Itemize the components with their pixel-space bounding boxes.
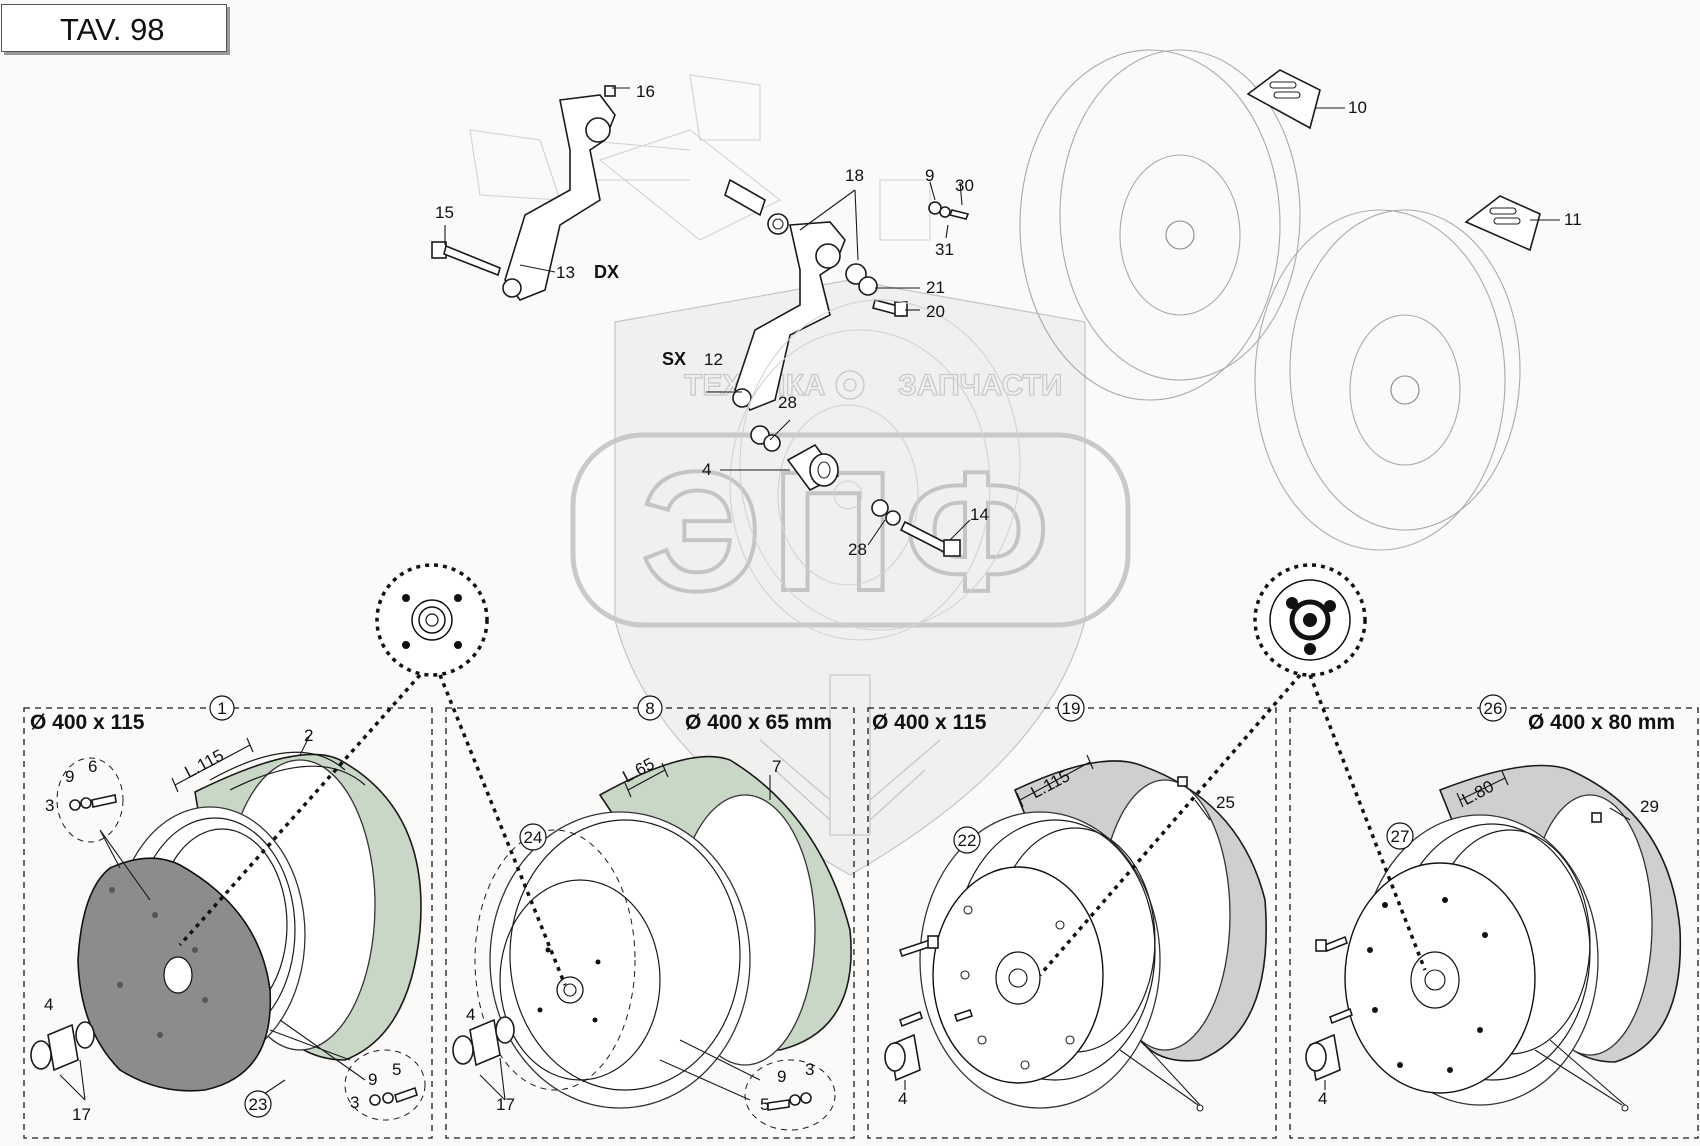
table-number: TAV. 98 — [60, 12, 165, 47]
panel-1-bearing — [30, 1021, 95, 1072]
panel-1-label-washer: 9 — [65, 767, 74, 786]
callout-10: 10 — [1348, 98, 1367, 117]
panel-3-dimension: Ø 400 x 115 — [872, 711, 987, 734]
callout-12: 12 — [704, 350, 723, 369]
panel-1-label-nut-b: 3 — [350, 1093, 359, 1112]
panel-2-label-tyre: 7 — [772, 757, 781, 776]
pivot-bolt-15 — [431, 241, 501, 277]
callout-14: 14 — [970, 505, 989, 524]
panel-3-label-rim: 22 — [958, 831, 977, 850]
callout-18: 18 — [845, 166, 864, 185]
callout-13: 13 — [556, 263, 575, 282]
wheel-arm-left — [732, 221, 846, 411]
panel-3-code: 19 — [1062, 699, 1081, 718]
wheel-assembly-3: L.115 25 22 4 — [884, 754, 1267, 1112]
wheel-upper-right — [1019, 49, 1301, 401]
top-callouts: 16 15 13 DX 18 9 30 31 21 20 10 11 SX 12… — [435, 82, 1582, 559]
watermark-logo-letters: ЭПФ — [641, 437, 1059, 627]
callout-4: 4 — [702, 460, 711, 479]
panel-1-dimension: Ø 400 x 115 — [30, 711, 145, 734]
watermark-gear-icon — [835, 370, 865, 400]
callout-11: 11 — [1564, 210, 1582, 229]
top-leader-lines — [444, 87, 1560, 546]
panel-1-code-circle — [209, 695, 235, 721]
panel-2-rim-code-circle — [519, 823, 547, 851]
panel-1-label-seal: 17 — [72, 1105, 91, 1124]
scraper-plate-10 — [1246, 69, 1321, 130]
watermark-right-word: ЗАПЧАСТИ — [898, 369, 1062, 402]
callout-28-lower: 28 — [848, 540, 867, 559]
panel-4-code: 26 — [1484, 699, 1503, 718]
panel-1-label-bearing: 4 — [44, 995, 53, 1014]
panel-3-bearing — [884, 1033, 921, 1082]
wheel-assembly-4: L.80 29 27 4 — [1305, 764, 1682, 1112]
callout-20: 20 — [926, 302, 945, 321]
callout-21: 21 — [926, 278, 945, 297]
panel-4-label-rim: 27 — [1391, 827, 1410, 846]
watermark: ЭПФ ТЕХНИКА ЗАПЧАСТИ — [570, 279, 1131, 876]
callout-30: 30 — [955, 176, 974, 195]
panel-2-label-seal: 17 — [496, 1095, 515, 1114]
spacer-4-top — [786, 443, 840, 492]
hub-detail-left — [375, 563, 489, 677]
panel-4-rim-code-circle — [1386, 822, 1414, 850]
panel-2-label-bearing: 4 — [466, 1005, 475, 1024]
panel-1-label-bolt-b: 5 — [392, 1060, 401, 1079]
panel-2-bearing — [452, 1016, 515, 1067]
panel-2-label-rim: 24 — [524, 828, 543, 847]
watermark-shield — [615, 280, 1085, 875]
panel-2-rim — [489, 811, 751, 1109]
panel-2-label-nut: 3 — [805, 1060, 814, 1079]
panel-2-label-bolt: 5 — [760, 1095, 769, 1114]
pin-and-washers — [724, 178, 970, 452]
hub-detail-leaders — [178, 673, 1427, 986]
hub-detail-right — [1253, 563, 1367, 677]
panel-1-label-rim: 23 — [249, 1095, 268, 1114]
callout-9: 9 — [925, 166, 934, 185]
panel-4-bearing — [1305, 1033, 1341, 1082]
callout-31: 31 — [935, 240, 954, 259]
callout-28: 28 — [778, 393, 797, 412]
table-number-box: TAV. 98 — [1, 4, 227, 52]
callout-15: 15 — [435, 203, 454, 222]
panel-4-label-tyre: 29 — [1640, 797, 1659, 816]
watermark-wheat-icon — [759, 674, 941, 836]
wheel-assembly-2: L.65 7 24 4 17 9 3 5 — [452, 754, 852, 1131]
wheel-lower-right — [1254, 209, 1521, 551]
panel-1-rim-code-circle — [244, 1090, 272, 1118]
panel-1-label-bolt: 6 — [88, 757, 97, 776]
panel-4-bolts — [1315, 812, 1602, 1025]
central-wheel-ghost — [729, 299, 1021, 641]
nut-16 — [604, 85, 616, 97]
panel-2-code-circle — [637, 695, 663, 721]
panel-2-code: 8 — [645, 699, 654, 718]
panel-3-rim-code-circle — [953, 826, 981, 854]
panel-1-width-label: L.115 — [182, 746, 227, 782]
panel-4-label-bearing: 4 — [1318, 1089, 1327, 1108]
code-sx: SX — [662, 349, 686, 369]
panel-headers: Ø 400 x 115 1 Ø 400 x 65 mm 8 Ø 400 x 11… — [30, 694, 1675, 734]
code-dx: DX — [594, 262, 619, 282]
panel-1-code: 1 — [217, 699, 226, 718]
bolt-14 — [871, 499, 961, 557]
panel-2-dimension: Ø 400 x 65 mm — [685, 711, 832, 734]
panel-3-label-bearing: 4 — [898, 1089, 907, 1108]
watermark-logo-frame — [570, 432, 1131, 628]
panel-1-label-nut: 3 — [45, 796, 54, 815]
panel-4-dimension: Ø 400 x 80 mm — [1528, 711, 1675, 734]
panel-3-code-circle — [1057, 694, 1085, 722]
panel-1-label-tyre: 2 — [304, 726, 313, 745]
wheel-arm-right — [502, 94, 616, 301]
wheel-assembly-1: L.115 2 9 6 3 4 17 23 5 — [30, 726, 426, 1124]
panel-1-label-washer-b: 9 — [368, 1070, 377, 1089]
scraper-plate-11 — [1464, 195, 1541, 252]
panel-3-bolts — [898, 776, 1188, 1028]
panel-2-label-washer: 9 — [777, 1067, 786, 1086]
panel-3-label-tyre: 25 — [1216, 793, 1235, 812]
callout-16: 16 — [636, 82, 655, 101]
panel-4-code-circle — [1479, 694, 1507, 722]
